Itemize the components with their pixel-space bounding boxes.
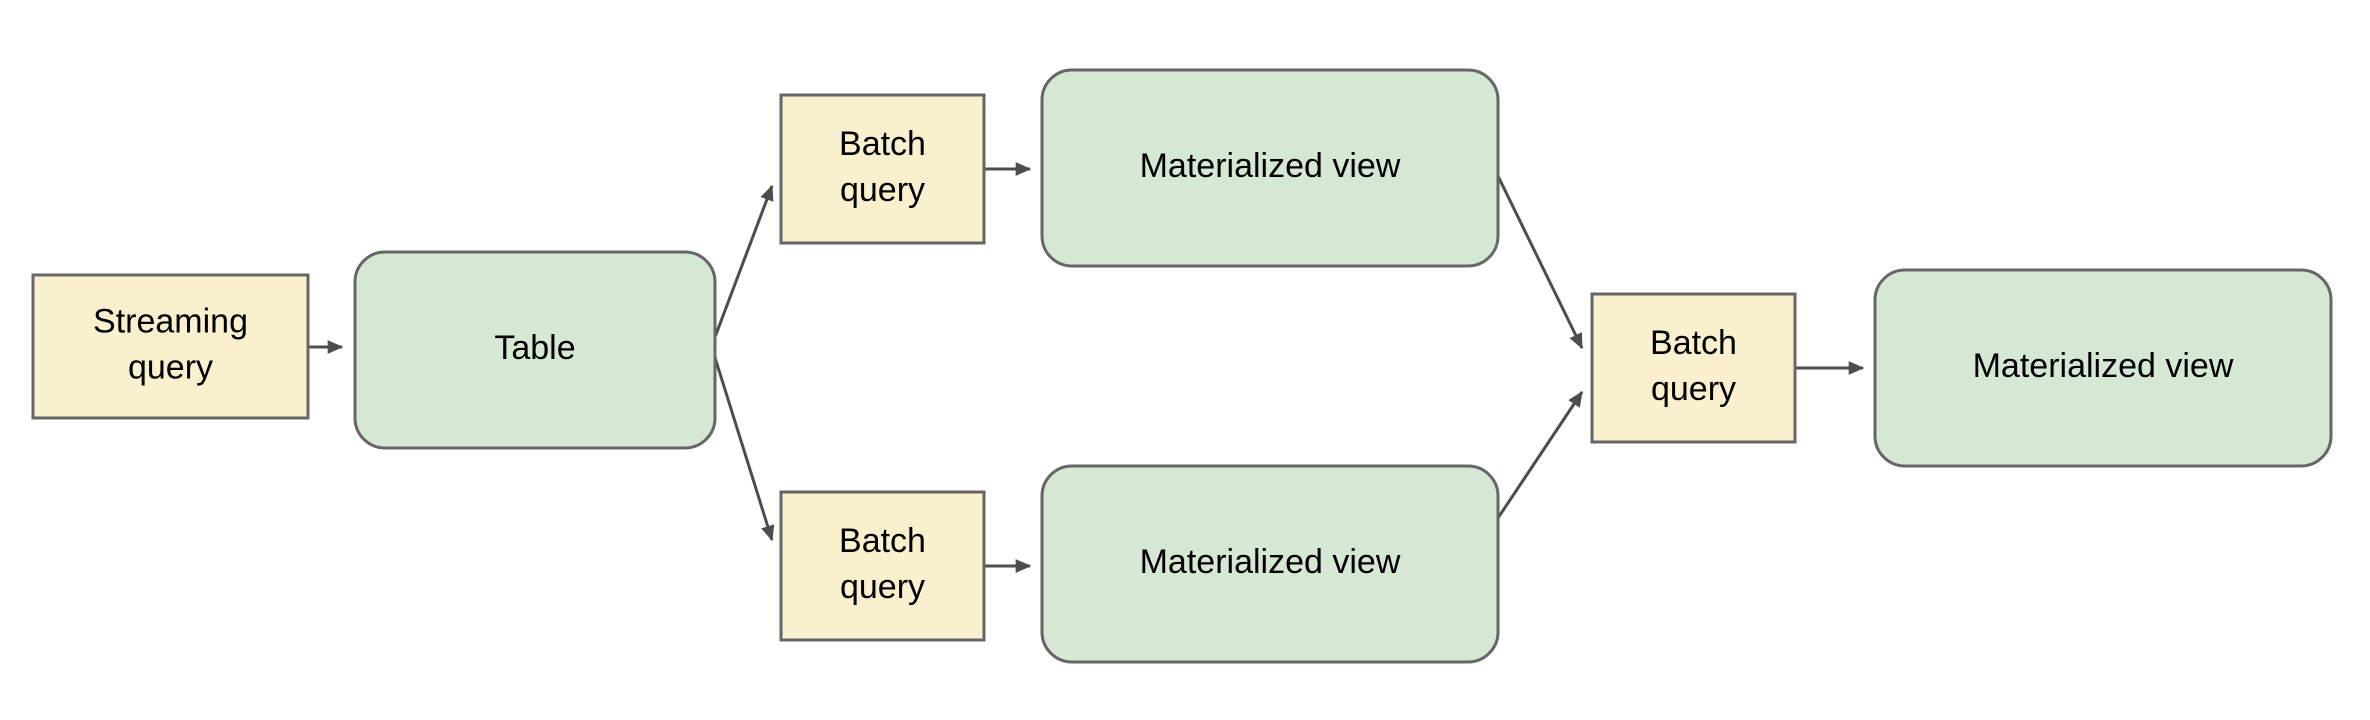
edge-view-top-to-batch-center	[1496, 175, 1584, 350]
node-label-materialized-view-bottom: Materialized view	[1140, 543, 1401, 581]
node-box-streaming-query[interactable]	[31, 273, 310, 420]
node-box-materialized-view-right[interactable]	[1873, 268, 2333, 468]
node-box-batch-query-bottom[interactable]	[779, 490, 986, 642]
edge-table-to-batch-top	[710, 184, 774, 346]
node-box-materialized-view-bottom[interactable]	[1040, 464, 1500, 664]
node-materialized-view-top[interactable]: Materialized view	[1040, 68, 1500, 268]
node-table[interactable]: Table	[353, 250, 717, 450]
node-materialized-view-bottom[interactable]: Materialized view	[1040, 464, 1500, 664]
node-materialized-view-right[interactable]: Materialized view	[1873, 268, 2333, 468]
node-box-materialized-view-top[interactable]	[1040, 68, 1500, 268]
node-box-table[interactable]	[353, 250, 717, 450]
node-box-batch-query-top[interactable]	[779, 93, 986, 245]
node-box-batch-query-center[interactable]	[1590, 292, 1797, 444]
edge-table-to-batch-bottom	[710, 347, 775, 542]
node-label-materialized-view-right: Materialized view	[1973, 347, 2234, 385]
node-label-table: Table	[494, 329, 575, 367]
node-label-materialized-view-top: Materialized view	[1140, 147, 1401, 185]
